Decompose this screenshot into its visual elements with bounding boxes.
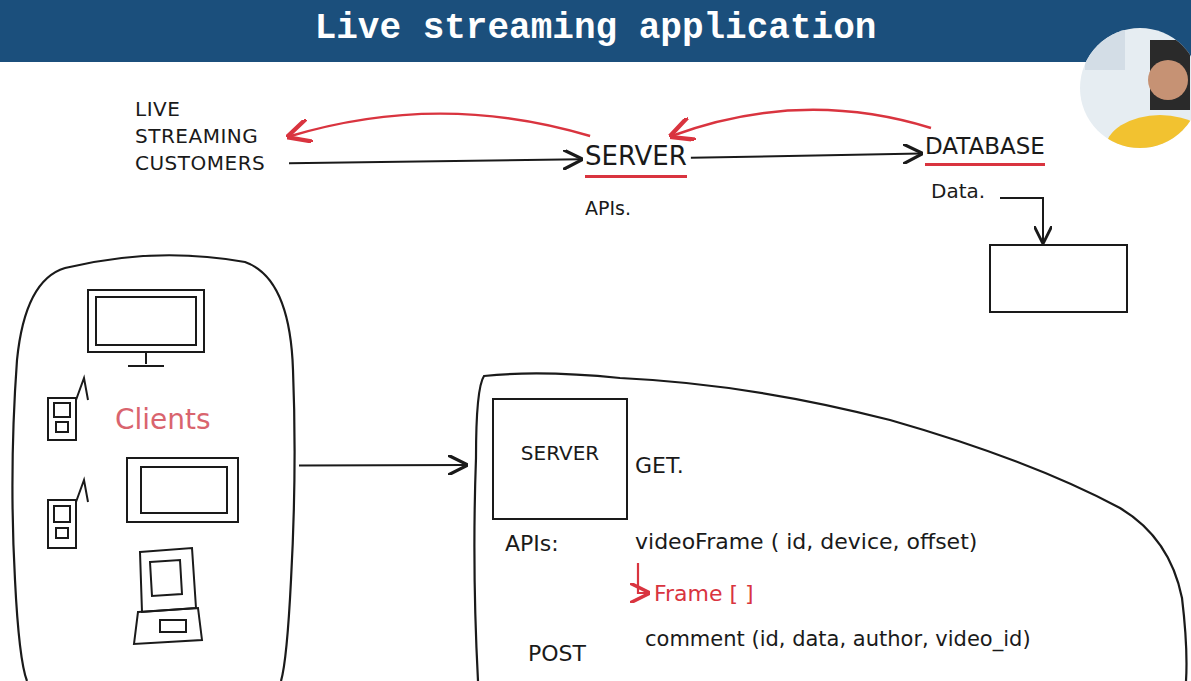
node-text: DATABASE <box>925 132 1045 166</box>
leader-arrow <box>1000 198 1043 242</box>
page-title: Live streaming application <box>0 0 1191 62</box>
region-outline <box>5 250 295 681</box>
region-path <box>12 255 294 681</box>
actor-label: LIVE STREAMING CUSTOMERS <box>135 96 285 177</box>
flow-arrow <box>672 110 931 136</box>
node-text: APIs: <box>505 530 559 559</box>
empty-box <box>990 245 1127 312</box>
return-leader <box>638 563 648 593</box>
node-text: POST <box>528 640 586 669</box>
flow-arrow <box>691 154 921 158</box>
node-text: SERVER <box>585 140 687 178</box>
database-label: DATABASE Data. <box>925 132 1045 204</box>
node-text: comment (id, data, author, video_id) <box>645 626 1031 653</box>
node-text: SERVER <box>494 440 626 466</box>
server-label: SERVER APIs. <box>585 140 687 220</box>
flow-arrow <box>299 464 466 466</box>
server-box: SERVER <box>492 398 628 520</box>
node-text: GET. <box>635 452 684 481</box>
region-path <box>474 373 1186 681</box>
device-icons <box>48 290 238 644</box>
server-region: GET. APIs: videoFrame ( id, device, offset… <box>470 368 1191 681</box>
node-text: Frame [ ] <box>654 580 754 609</box>
node-text: Data. <box>931 178 1045 204</box>
node-text: APIs. <box>585 196 687 221</box>
node-text: LIVE STREAMING CUSTOMERS <box>135 96 285 177</box>
flow-arrow <box>289 114 590 137</box>
presenter-video <box>1078 26 1191 185</box>
flow-arrow <box>289 159 581 163</box>
node-text: Clients <box>115 402 211 438</box>
node-text: videoFrame ( id, device, offset) <box>635 528 977 557</box>
clients-region: Clients <box>5 250 295 681</box>
